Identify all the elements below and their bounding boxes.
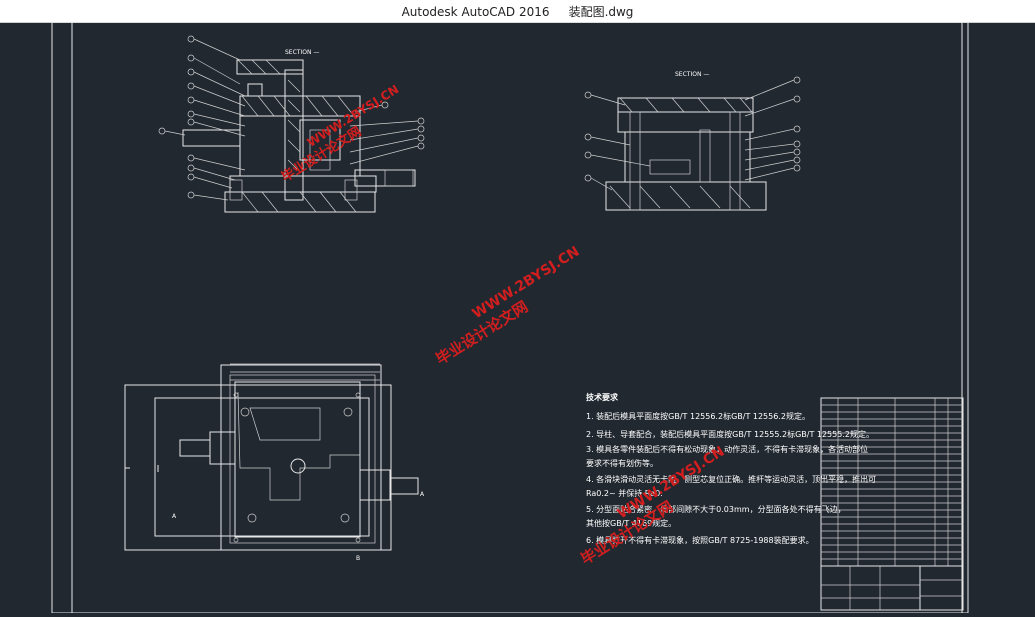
drawing-canvas[interactable]: SECTION — xyxy=(0,21,1035,614)
section-view-right: SECTION — xyxy=(584,71,801,211)
title-block xyxy=(820,397,964,611)
window-title-bar: Autodesk AutoCAD 2016 装配图.dwg xyxy=(0,0,1035,23)
note-line: 6. 模具打开不得有卡滞现象，按照GB/T 8725-1988装配要求。 xyxy=(586,535,814,545)
watermark: 毕业设计论文网 WWW.2BYSJ.CN xyxy=(433,244,583,369)
plan-label-a-right: A xyxy=(420,491,425,498)
note-line: 4. 各滑块滑动灵活无卡阻，侧型芯复位正确。推杆等运动灵活，顶出平稳，推出可 xyxy=(586,474,876,484)
notes-heading: 技术要求 xyxy=(586,392,619,402)
section-view-left: SECTION — xyxy=(158,35,425,213)
app-title: Autodesk AutoCAD 2016 xyxy=(401,5,550,19)
note-line: 其他按GB/T 4169规定。 xyxy=(586,518,676,528)
technical-notes: 技术要求 1. 装配后模具平面度按GB/T 12556.2标GB/T 12556… xyxy=(586,392,876,545)
window-title: Autodesk AutoCAD 2016 装配图.dwg xyxy=(0,3,1035,20)
note-line: 1. 装配后模具平面度按GB/T 12556.2标GB/T 12556.2规定。 xyxy=(586,411,810,421)
plan-view: A A B xyxy=(124,363,425,562)
plan-label-a-left: A xyxy=(172,513,177,520)
section-label-left: SECTION — xyxy=(285,49,319,56)
note-line: 3. 模具各零件装配后不得有松动现象，动作灵活，不得有卡滞现象，各活动部位 xyxy=(586,444,868,454)
plan-label-b: B xyxy=(356,555,360,562)
section-label-right: SECTION — xyxy=(675,71,709,78)
note-line: 5. 分型面贴合紧密，局部间隙不大于0.03mm，分型面各处不得有飞边， xyxy=(586,504,846,514)
note-line: 2. 导柱、导套配合，装配后模具平面度按GB/T 12555.2标GB/T 12… xyxy=(586,429,874,439)
drawing-svg: SECTION — xyxy=(51,21,969,614)
note-line: Ra0.2~ 并保持 Ra0. xyxy=(586,488,663,498)
file-name: 装配图.dwg xyxy=(568,5,634,19)
note-line: 要求不得有划伤等。 xyxy=(586,458,658,468)
